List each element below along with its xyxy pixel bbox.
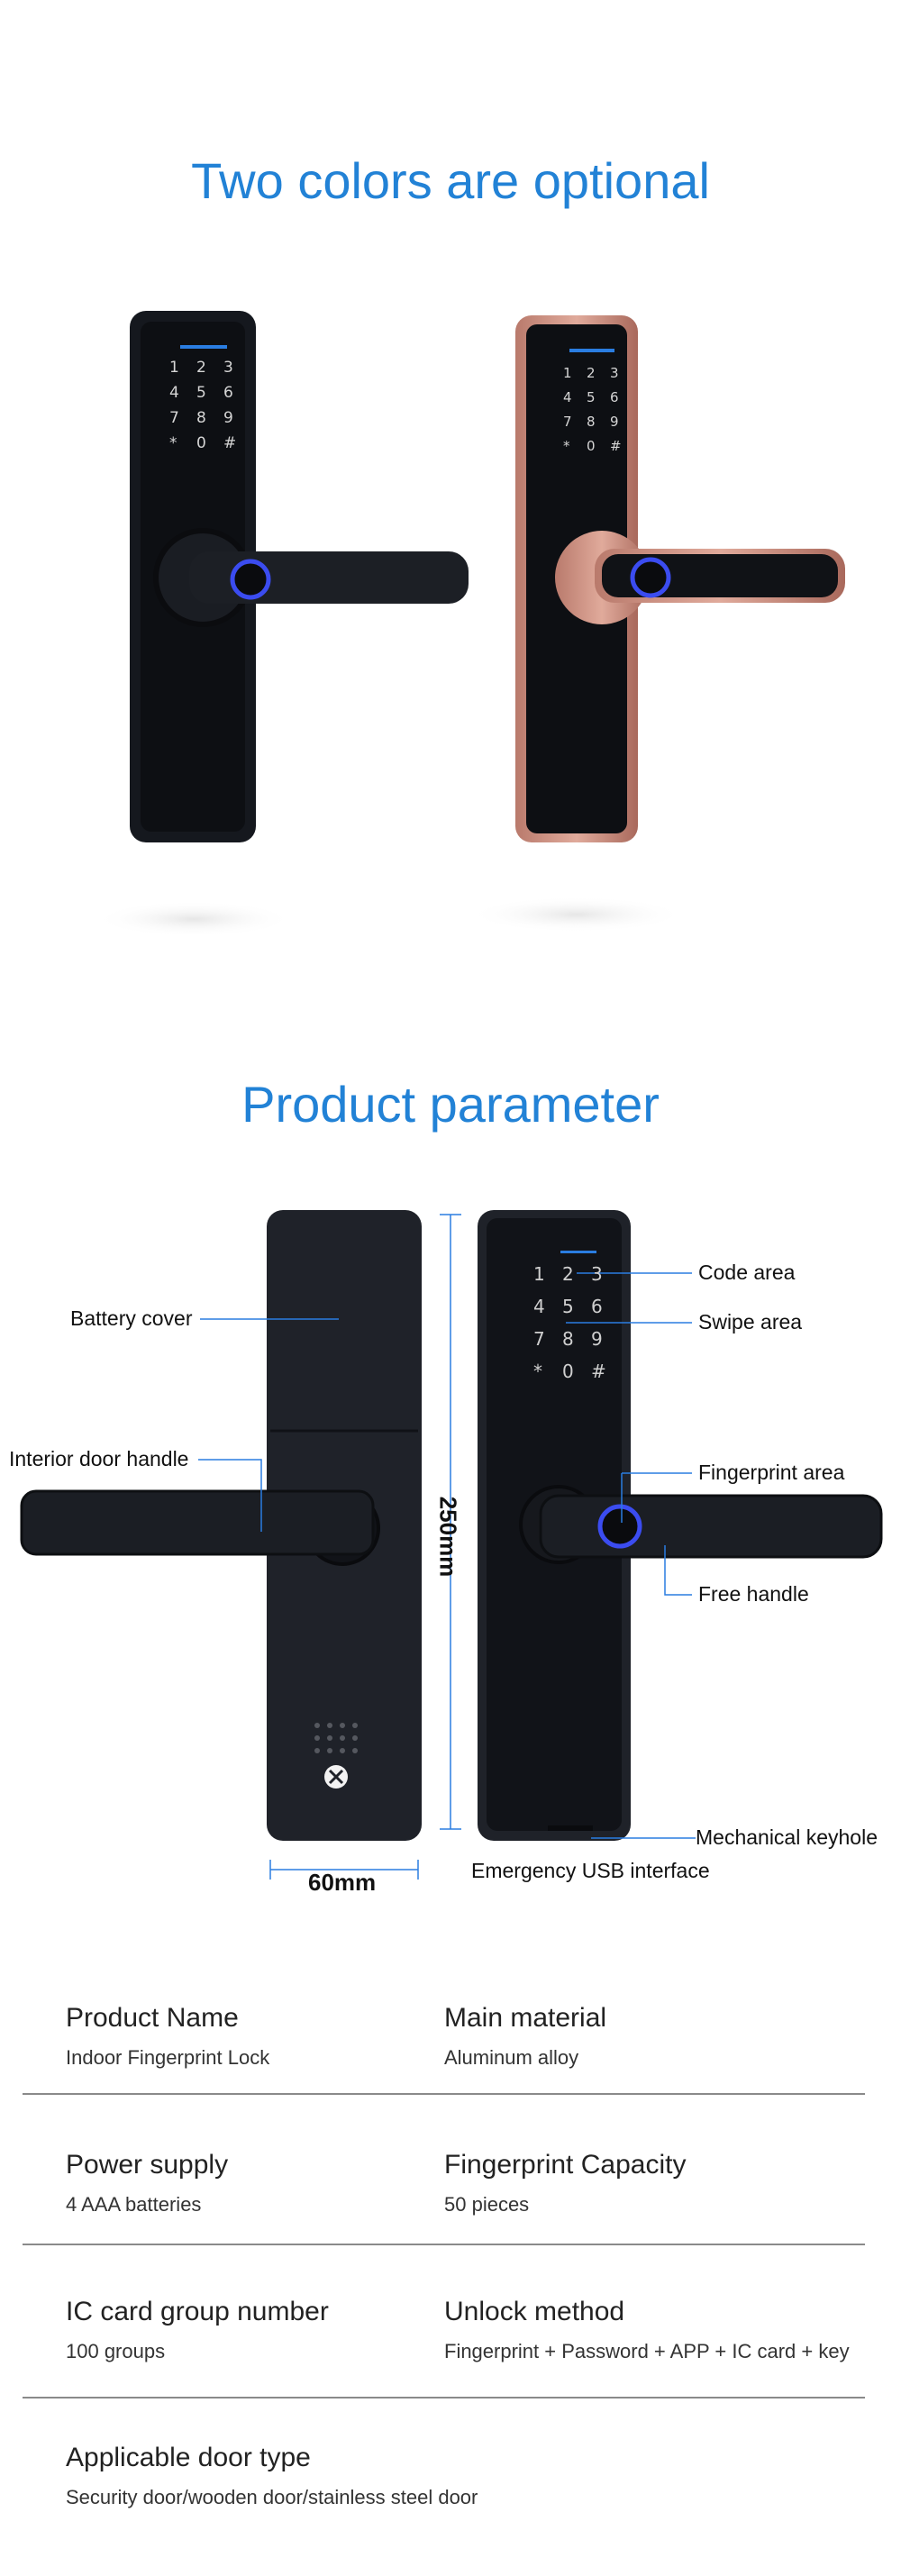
key: 2 <box>587 365 596 381</box>
divider <box>23 2397 865 2399</box>
usb-interface-label: Emergency USB interface <box>471 1859 710 1882</box>
back-view-lock <box>20 1210 422 1841</box>
free-handle-line <box>664 1545 692 1596</box>
spec-label: Unlock method <box>444 2297 625 2326</box>
key: 1 <box>169 359 179 377</box>
key: * <box>169 434 177 452</box>
spec-label: Applicable door type <box>66 2443 311 2472</box>
front-view-lock <box>478 1210 883 1841</box>
key: 0 <box>562 1361 574 1382</box>
spec-value: Aluminum alloy <box>444 2046 579 2069</box>
spec-power-supply: Power supply 4 AAA batteries <box>66 2150 228 2216</box>
interior-door-handle-label: Interior door handle <box>9 1447 189 1470</box>
spec-value: Security door/wooden door/stainless stee… <box>66 2486 478 2508</box>
key: 9 <box>223 409 233 427</box>
spec-unlock-method: Unlock method Fingerprint + Password + A… <box>444 2297 850 2363</box>
divider <box>23 2244 865 2245</box>
key: 1 <box>533 1263 545 1285</box>
spec-door-type: Applicable door type Security door/woode… <box>66 2443 478 2509</box>
interior-handle-line <box>198 1459 262 1532</box>
key: 5 <box>196 384 206 402</box>
color-options-illustration <box>95 311 845 937</box>
key: 2 <box>562 1263 574 1285</box>
key: 8 <box>587 414 596 430</box>
key: 0 <box>587 438 596 454</box>
key: 4 <box>533 1296 545 1317</box>
spec-label: Power supply <box>66 2150 229 2180</box>
parameter-diagram <box>20 1210 883 1880</box>
spec-ic-card-group: IC card group number 100 groups <box>66 2297 329 2363</box>
spec-fingerprint-capacity: Fingerprint Capacity 50 pieces <box>444 2150 686 2216</box>
key: # <box>610 438 622 454</box>
key: 7 <box>169 409 179 427</box>
key: # <box>223 434 237 452</box>
black-lock-image <box>95 311 469 937</box>
key: 8 <box>562 1328 574 1350</box>
height-dimension-label: 250mm <box>434 1496 462 1578</box>
parameter-section-title: Product parameter <box>241 1076 660 1133</box>
fingerprint-area-label: Fingerprint area <box>698 1461 845 1484</box>
spec-label: Fingerprint Capacity <box>444 2150 687 2180</box>
battery-cover-label: Battery cover <box>70 1306 193 1330</box>
key: 6 <box>610 389 619 405</box>
key: 7 <box>533 1328 545 1350</box>
swipe-area-label: Swipe area <box>698 1310 803 1334</box>
spec-value: 4 AAA batteries <box>66 2193 202 2216</box>
key: 0 <box>196 434 206 452</box>
width-dimension-label: 60mm <box>308 1869 377 1896</box>
spec-value: 50 pieces <box>444 2193 530 2216</box>
key: 6 <box>591 1296 603 1317</box>
spec-label: Main material <box>444 2003 607 2033</box>
key: 3 <box>223 359 233 377</box>
key: 7 <box>563 414 572 430</box>
key: 3 <box>591 1263 603 1285</box>
free-handle-label: Free handle <box>698 1582 809 1606</box>
spec-label: Product Name <box>66 2003 239 2033</box>
colors-section-title: Two colors are optional <box>191 152 710 209</box>
key: 2 <box>196 359 206 377</box>
key: 5 <box>587 389 596 405</box>
rose-gold-lock-image <box>469 315 845 933</box>
spec-label: IC card group number <box>66 2297 329 2326</box>
key: 1 <box>563 365 572 381</box>
key: 6 <box>223 384 233 402</box>
key: 9 <box>591 1328 603 1350</box>
spec-product-name: Product Name Indoor Fingerprint Lock <box>66 2003 269 2070</box>
key: 8 <box>196 409 206 427</box>
spec-main-material: Main material Aluminum alloy <box>444 2003 606 2070</box>
key: * <box>563 438 570 454</box>
key: 4 <box>169 384 179 402</box>
key: 9 <box>610 414 619 430</box>
spec-value: 100 groups <box>66 2340 166 2362</box>
divider <box>23 2093 865 2095</box>
key: 4 <box>563 389 572 405</box>
key: 3 <box>610 365 619 381</box>
key: * <box>533 1361 542 1382</box>
code-area-label: Code area <box>698 1261 796 1284</box>
spec-value: Indoor Fingerprint Lock <box>66 2046 270 2069</box>
key: # <box>591 1361 606 1382</box>
spec-value: Fingerprint + Password + APP + IC card +… <box>444 2340 850 2362</box>
key: 5 <box>562 1296 574 1317</box>
mechanical-keyhole-label: Mechanical keyhole <box>696 1825 878 1849</box>
